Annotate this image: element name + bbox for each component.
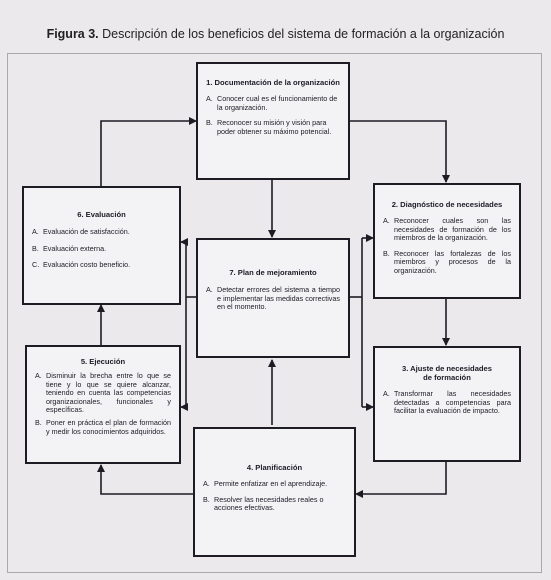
arrow-ajuste-to-plan	[355, 462, 447, 498]
list-item: A. Evaluación de satisfacción.	[32, 227, 130, 236]
list-item: A. Conocer cual es el funcionamiento de …	[206, 94, 338, 112]
arrow-eval-to-doc	[100, 117, 197, 186]
box-title: 4. Planificación	[246, 463, 303, 472]
list-item: B. Resolver las necesidades reales o acc…	[203, 494, 324, 513]
box-title: 2. Diagnóstico de necesidades	[391, 200, 503, 209]
list-item: C. Evaluación costo beneficio.	[32, 260, 131, 270]
box-title: 1. Documentación de la organización	[206, 78, 340, 87]
list-item: B. Reconocer su misión y visión para pod…	[206, 118, 332, 136]
box-ejecucion: 5. Ejecución A. Disminuir la brecha entr…	[25, 345, 181, 464]
list-item: B. Poner en práctica el plan de formació…	[35, 417, 171, 436]
list-item: A. Transformar las necesidades detectada…	[383, 389, 511, 416]
box-planificacion: 4. Planificación A. Permite enfatizar en…	[193, 427, 356, 557]
box-title: 5. Ejecución	[80, 357, 126, 366]
box-diagnostico: 2. Diagnóstico de necesidades A. Reconoc…	[373, 183, 521, 299]
list-item: A. Reconocer cuales son las necesidades …	[383, 216, 511, 243]
list-item: B. Evaluación externa.	[32, 243, 107, 253]
diagram-frame	[7, 53, 542, 573]
box-ajuste: 3. Ajuste de necesidades de formación A.…	[373, 346, 521, 462]
box-mejoramiento: 7. Plan de mejoramiento A. Detectar erro…	[196, 238, 350, 358]
box-title: 3. Ajuste de necesidades de formación	[401, 364, 493, 382]
box-evaluacion: 6. Evaluación A. Evaluación de satisfacc…	[22, 186, 181, 305]
box-title: 6. Evaluación	[77, 210, 126, 219]
list-item: A. Permite enfatizar en el aprendizaje.	[203, 479, 328, 488]
box-title: 7. Plan de mejoramiento	[229, 268, 317, 277]
figure-title: Descripción de los beneficios del sistem…	[102, 27, 505, 41]
box-documentacion: 1. Documentación de la organización A. C…	[196, 62, 350, 180]
list-item: A. Detectar errores del sistema a tiempo…	[206, 285, 340, 312]
arrow-plan-to-ejec	[97, 464, 193, 495]
figure-caption: Figura 3. Descripción de los beneficios …	[0, 27, 551, 41]
figure-label: Figura 3.	[46, 27, 99, 41]
list-item: B. Reconocer las fortalezas de los miemb…	[383, 248, 511, 275]
list-item: A. Disminuir la brecha entre lo que se t…	[35, 371, 171, 415]
arrow-doc-to-diag	[350, 120, 450, 183]
